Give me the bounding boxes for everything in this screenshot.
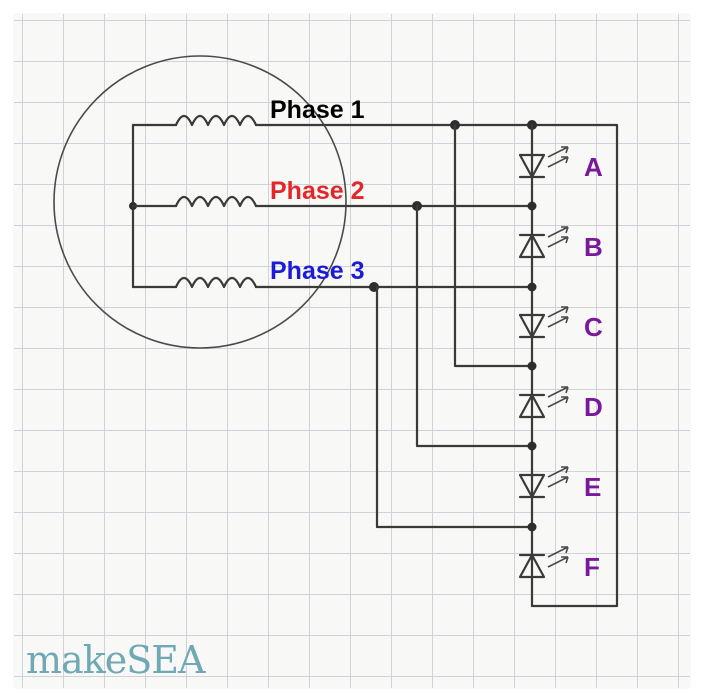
led-label-c: C <box>584 312 603 342</box>
led-c <box>518 306 569 339</box>
graph-paper <box>14 14 690 688</box>
phase-2-label: Phase 2 <box>270 177 365 205</box>
led-label-d: D <box>584 392 603 422</box>
led-f <box>518 546 569 579</box>
phase-2-lead <box>254 201 534 448</box>
coil-phase-2 <box>131 195 258 208</box>
led-label-e: E <box>584 472 601 502</box>
coil-phase-3 <box>131 276 258 289</box>
led-b <box>518 226 569 259</box>
phase-3-lead <box>254 282 534 529</box>
brand-logo: makeSEA <box>26 638 205 682</box>
led-group <box>518 146 569 579</box>
phase-3-label: Phase 3 <box>270 257 365 285</box>
led-label-f: F <box>584 552 600 582</box>
led-a <box>518 146 569 179</box>
led-label-b: B <box>584 232 603 262</box>
led-e <box>518 466 569 499</box>
motor-stator-circle <box>53 55 347 349</box>
phase-1-label: Phase 1 <box>270 96 365 124</box>
coil-phase-1 <box>131 114 258 127</box>
led-d <box>518 386 569 419</box>
led-junctions <box>527 201 537 532</box>
led-label-a: A <box>584 152 603 182</box>
